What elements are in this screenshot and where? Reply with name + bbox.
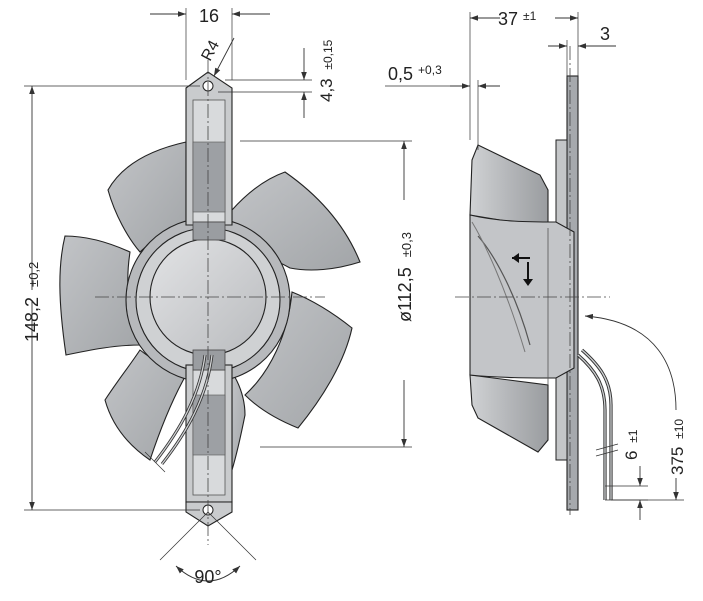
dim-height: 148,2 ±0,2 (22, 85, 200, 511)
dim-lead: 375 ±10 (584, 313, 687, 501)
fan-blades (59, 141, 361, 471)
dim-hole-offset-label: 4,3 ±0,15 (317, 39, 336, 102)
dim-height-label: 148,2 ±0,2 (22, 262, 42, 342)
dim-depth: 37 ±1 (469, 9, 579, 140)
dim-radius-label: R4 (199, 38, 224, 64)
dim-hole-offset: 4,3 ±0,15 (218, 39, 336, 118)
dim-strip-label: 6 ±1 (622, 429, 641, 460)
side-blade-upper (469, 144, 549, 229)
lead-wires-front (144, 354, 214, 473)
rotation-direction-arrow (512, 253, 533, 286)
dim-gap-label: 0,5 +0,3 (388, 63, 442, 84)
dim-angle: 90° (159, 511, 257, 587)
blade-right (244, 291, 353, 429)
lead-wires-side (576, 348, 619, 500)
dim-radius-r4: R4 (199, 38, 235, 77)
dim-flange-label: 3 (600, 24, 610, 44)
side-blade-lower (469, 374, 549, 453)
dim-lead-label: 375 ±10 (668, 419, 687, 475)
dim-depth-label: 37 ±1 (498, 9, 537, 29)
dim-width-16: 16 (150, 6, 270, 80)
dim-width-label: 16 (199, 6, 219, 26)
dim-diameter-label: ø112,5 ±0,3 (395, 232, 415, 322)
dim-angle-label: 90° (194, 567, 221, 587)
dim-diameter: ø112,5 ±0,3 (240, 140, 415, 448)
dim-gap: 0,5 +0,3 (385, 63, 500, 150)
side-hub (469, 214, 575, 379)
front-view: 16 R4 4,3 ±0,15 148,2 ±0,2 (22, 6, 415, 587)
blade-lower-center (231, 370, 246, 471)
dim-flange: 3 (548, 24, 616, 78)
side-view: 37 ±1 3 0,5 +0,3 (385, 9, 687, 520)
frame-strut (185, 71, 233, 527)
